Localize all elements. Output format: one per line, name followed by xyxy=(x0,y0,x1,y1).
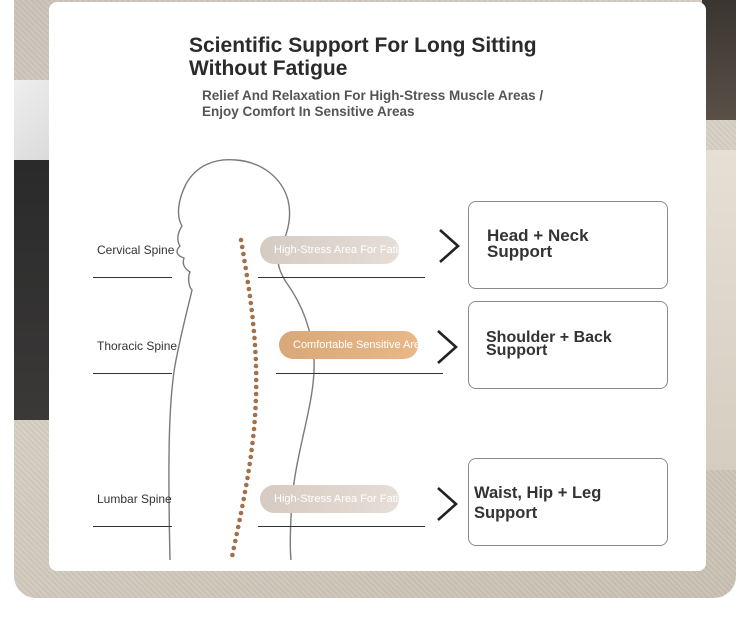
vertebra-dot xyxy=(230,552,235,558)
vertebra-dot xyxy=(253,356,259,362)
vertebra-dot xyxy=(253,391,259,397)
page-title: Scientific Support For Long Sitting With… xyxy=(189,34,537,80)
vertebra-dot xyxy=(241,496,246,502)
waist-hip-leg-support-box: Waist, Hip + Leg Support xyxy=(468,458,668,546)
vertebra-dot xyxy=(249,447,254,453)
vertebra-dot xyxy=(247,293,253,299)
page-subtitle: Relief And Relaxation For High-Stress Mu… xyxy=(202,88,544,119)
vertebra-dot xyxy=(243,265,248,271)
vertebra-dot xyxy=(237,517,242,523)
vertebra-dot xyxy=(252,342,258,348)
vertebra-dot xyxy=(251,433,256,439)
cervical-spine-label: Cervical Spine xyxy=(97,243,175,257)
dark-furniture-right xyxy=(702,0,736,120)
shoulder-back-support-box: Shoulder + Back Support xyxy=(468,301,668,389)
vertebra-dot xyxy=(242,489,248,495)
pill-underline-3 xyxy=(258,526,425,527)
vertebra-dot xyxy=(246,286,252,292)
vertebra-dot xyxy=(252,419,257,425)
vertebra-dot xyxy=(240,503,245,509)
vertebra-dot xyxy=(253,363,259,369)
pill-underline-2 xyxy=(276,373,443,374)
vertebra-dot xyxy=(245,279,251,285)
vertebra-dot xyxy=(234,531,239,537)
stress-area-pill-1: High-Stress Area For Fatigue xyxy=(260,236,399,264)
vertebra-dot xyxy=(253,405,258,411)
vertebra-dot xyxy=(244,482,249,488)
vertebra-dot xyxy=(253,398,259,404)
marble-surface xyxy=(14,80,50,170)
vertebra-dot xyxy=(248,454,253,460)
vertebra-dot xyxy=(250,440,255,446)
vertebra-dot xyxy=(244,272,250,278)
vertebra-dot xyxy=(252,335,257,341)
rug-right xyxy=(702,150,736,470)
vertebra-dot xyxy=(231,545,237,551)
vertebra-dot xyxy=(251,328,257,334)
vertebra-dot xyxy=(242,258,247,264)
support-label-3: Waist, Hip + Leg Support xyxy=(474,484,602,522)
lumbar-underline xyxy=(93,526,172,527)
chevron-right-icon xyxy=(437,487,458,521)
vertebra-dot xyxy=(250,321,256,327)
vertebra-dot xyxy=(252,412,258,418)
vertebra-dot xyxy=(233,538,238,544)
support-label-2: Shoulder + Back Support xyxy=(486,329,612,359)
vertebra-dot xyxy=(245,475,250,481)
vertebra-dot xyxy=(246,468,251,474)
cervical-underline xyxy=(93,277,172,278)
chevron-right-icon xyxy=(439,229,460,263)
vertebra-dot xyxy=(250,314,255,320)
dark-furniture-left xyxy=(14,160,50,420)
vertebra-dot xyxy=(247,461,252,467)
vertebra-dot xyxy=(253,349,258,355)
thoracic-spine-label: Thoracic Spine xyxy=(97,339,178,353)
chevron-right-icon xyxy=(437,330,458,364)
spine-dots xyxy=(230,237,259,558)
vertebra-dot xyxy=(239,244,245,250)
vertebra-dot xyxy=(253,370,259,376)
vertebra-dot xyxy=(238,510,244,516)
vertebra-dot xyxy=(238,237,244,243)
pill-underline-1 xyxy=(258,277,425,278)
vertebra-dot xyxy=(235,524,241,530)
head-neck-support-box: Head + Neck Support xyxy=(468,201,668,289)
head-profile-outline xyxy=(168,159,315,561)
vertebra-dot xyxy=(241,251,246,257)
stress-area-pill-2: High-Stress Area For Fatigue xyxy=(260,485,399,513)
thoracic-underline xyxy=(93,373,172,374)
vertebra-dot xyxy=(251,426,257,432)
vertebra-dot xyxy=(253,384,259,390)
vertebra-dot xyxy=(249,307,254,313)
lumbar-spine-label: Lumbar Spine xyxy=(97,492,172,506)
sensitive-area-pill: Comfortable Sensitive Area xyxy=(279,331,418,359)
support-label-1: Head + Neck Support xyxy=(487,226,589,261)
vertebra-dot xyxy=(248,300,254,306)
vertebra-dot xyxy=(253,377,259,383)
